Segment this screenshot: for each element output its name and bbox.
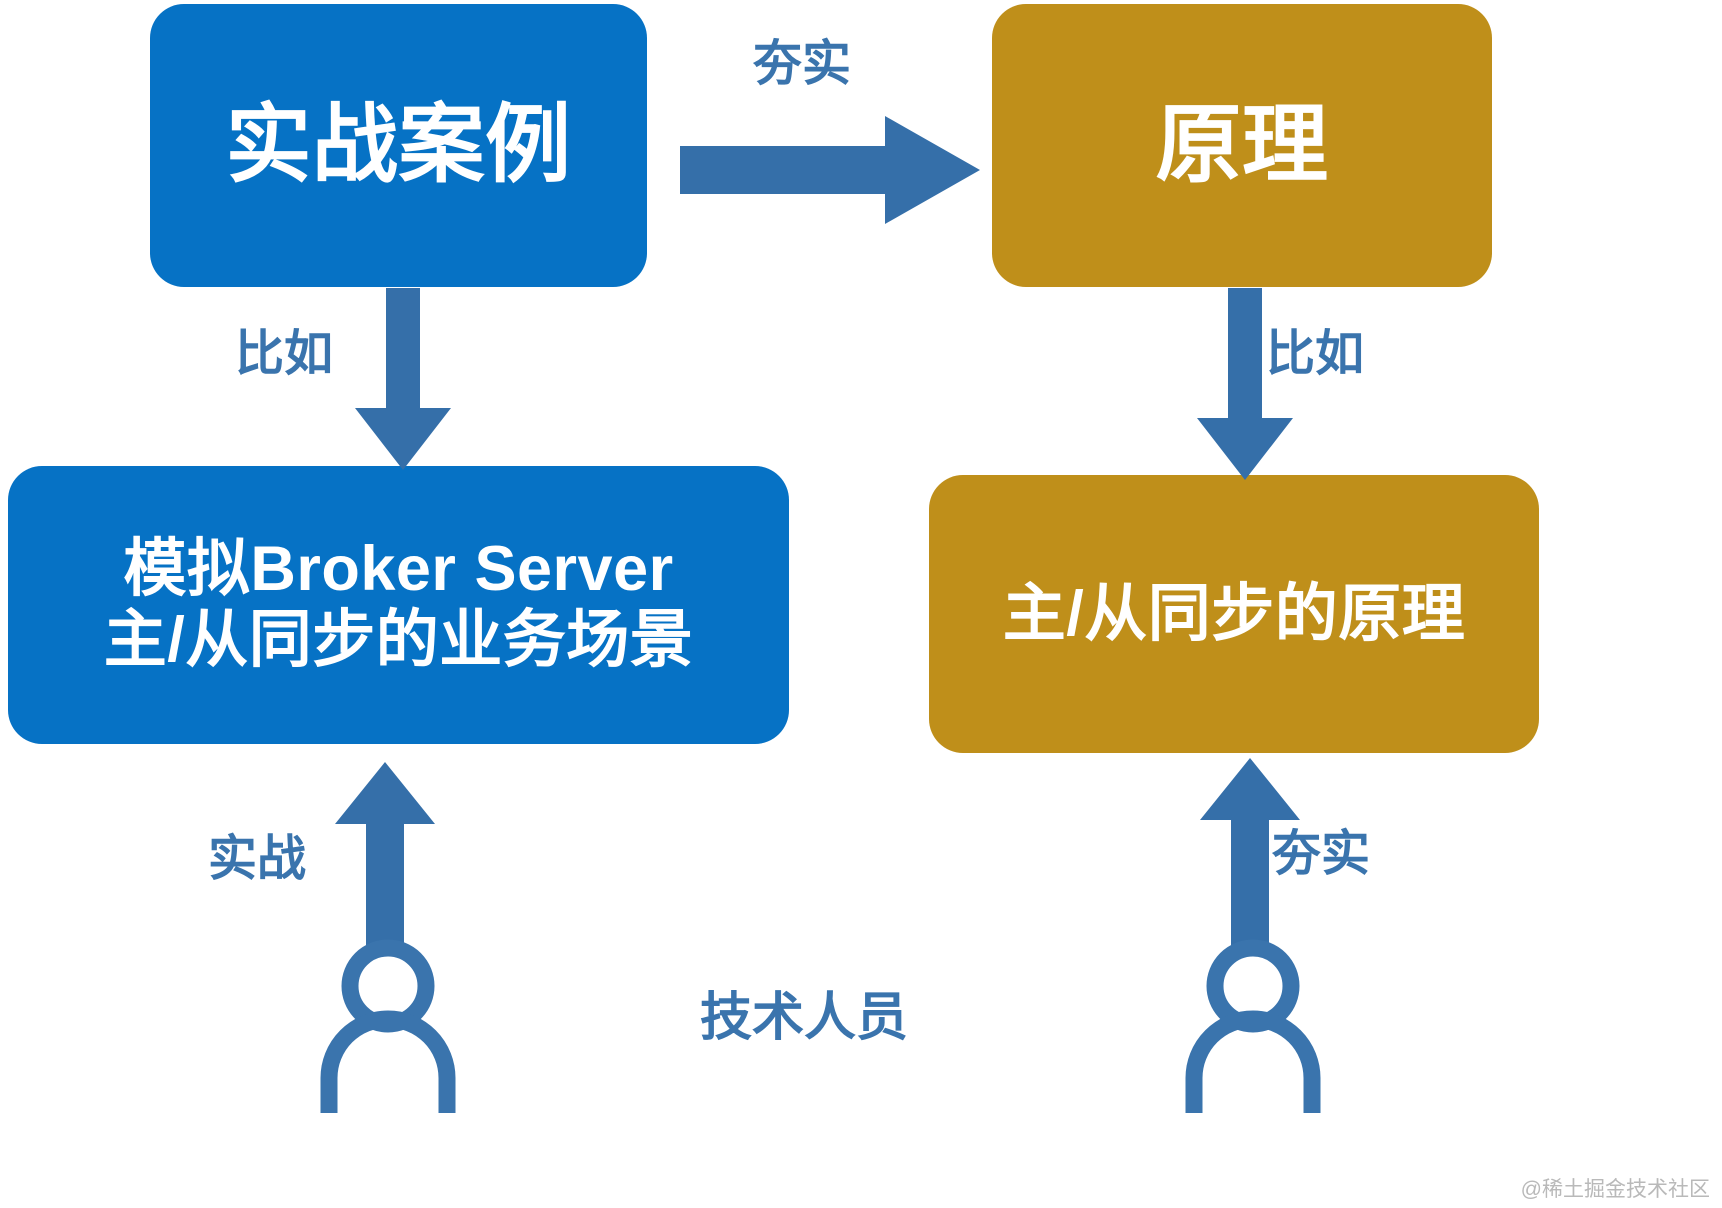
edge-label-person-to-sync: 夯实 xyxy=(1272,827,1371,881)
edge-label-person-to-broker: 实战 xyxy=(208,832,307,886)
arrow-up-shape xyxy=(1200,758,1300,948)
edge-label-case-to-principle: 夯实 xyxy=(753,37,852,91)
node-broker-scenario-line-2: 主/从同步的业务场景 xyxy=(103,605,694,675)
arrow-up-shape xyxy=(335,762,435,952)
watermark: @稀土掘金技术社区 xyxy=(1520,1178,1710,1201)
person-body-icon xyxy=(320,1010,456,1113)
arrow-right-shape xyxy=(680,116,980,224)
node-broker-scenario-label: 模拟Broker Server 主/从同步的业务场景 xyxy=(104,534,694,675)
caption-technical-staff: 技术人员 xyxy=(700,989,909,1047)
arrow-principle-to-sync xyxy=(1197,288,1293,480)
node-case-study[interactable]: 实战案例 xyxy=(150,4,647,287)
edge-label-case-to-broker: 比如 xyxy=(235,327,334,381)
arrow-down-shape xyxy=(1197,288,1293,480)
arrow-case-to-principle xyxy=(680,110,980,230)
edge-label-principle-to-sync: 比如 xyxy=(1266,327,1365,381)
arrow-person-to-broker xyxy=(335,762,435,952)
node-case-study-label: 实战案例 xyxy=(225,97,572,194)
node-broker-scenario-line-1: 模拟Broker Server xyxy=(123,534,674,605)
node-sync-principle[interactable]: 主/从同步的原理 xyxy=(929,475,1539,753)
arrow-case-to-broker xyxy=(355,288,451,470)
person-icon-right xyxy=(1178,938,1328,1113)
person-body-icon xyxy=(1185,1010,1321,1113)
arrow-down-shape xyxy=(355,288,451,470)
arrow-person-to-sync xyxy=(1200,758,1300,948)
person-icon-left xyxy=(313,938,463,1113)
node-broker-scenario[interactable]: 模拟Broker Server 主/从同步的业务场景 xyxy=(8,466,789,744)
node-principle[interactable]: 原理 xyxy=(992,4,1492,287)
node-principle-label: 原理 xyxy=(1155,97,1329,194)
node-sync-principle-label: 主/从同步的原理 xyxy=(1002,578,1466,649)
